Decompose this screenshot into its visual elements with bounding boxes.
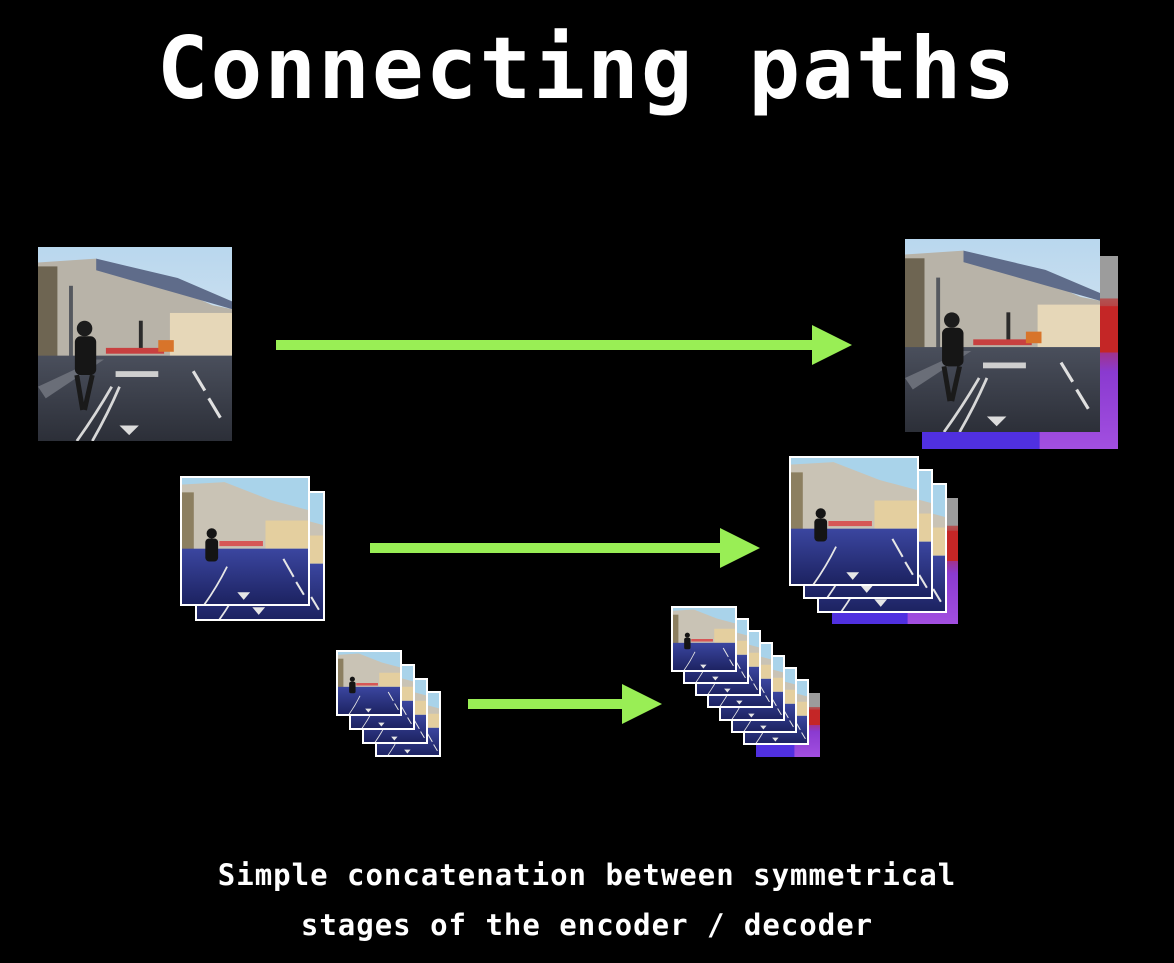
decoder-feature-map: [789, 456, 919, 586]
decoder-feature-map: [671, 606, 737, 672]
encoder-stage-2: [180, 476, 325, 621]
encoder-feature-map: [180, 476, 310, 606]
caption-line-1: Simple concatenation between symmetrical: [217, 858, 957, 892]
input-image: [38, 247, 232, 441]
encoder-stage-1: [38, 247, 232, 441]
slide-title: Connecting paths: [156, 19, 1018, 119]
encoder-stage-3: [336, 650, 441, 757]
caption-line-2: stages of the encoder / decoder: [300, 908, 874, 942]
decoder-stage-2: [789, 456, 958, 624]
encoder-feature-map: [336, 650, 402, 716]
decoder-stage-1: [905, 239, 1118, 449]
decoder-stage-3: [671, 606, 820, 757]
decoder-feature-map: [905, 239, 1100, 432]
